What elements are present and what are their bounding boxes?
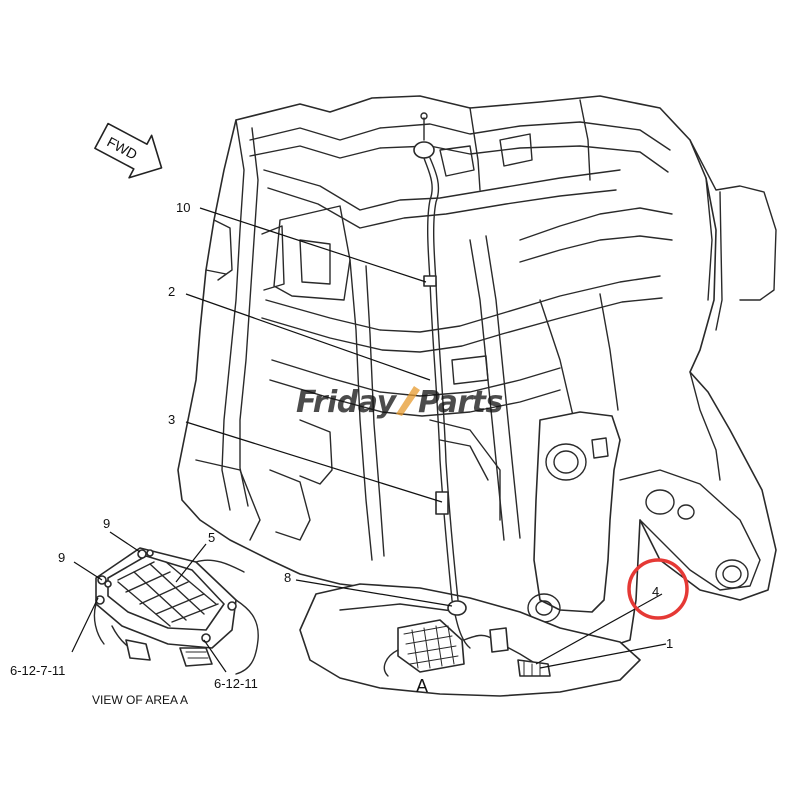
inset-callout-9-left: 9 [58,550,65,565]
leader-1 [539,643,667,669]
pivot-plate [533,411,621,613]
callout-10: 10 [176,200,190,215]
leader-8 [295,579,453,607]
inset-caption: VIEW OF AREA A [92,693,188,707]
inset-callout-6-12-11: 6-12-11 [214,676,258,691]
leader-2 [185,293,431,381]
leader-lines [185,207,667,669]
frame-outline [177,95,777,651]
watermark-friday: Friday [296,385,398,420]
pivot-bore [545,443,587,481]
inset-view-area-a: 9 9 5 6-12-7-11 6-12-11 VIEW OF AREA A [10,516,259,707]
area-marker: A [416,676,428,696]
watermark-slash [396,386,420,416]
inset-callout-5: 5 [208,530,215,545]
fwd-direction-arrow: FWD [94,122,163,179]
clip-3 [435,491,449,515]
highlight-circle [627,558,689,620]
lug-hole-2 [715,559,749,589]
lug-hole-1 [645,489,675,515]
callouts: 10 2 3 8 1 4 A [168,200,673,696]
callout-2: 2 [168,284,175,299]
inset-callout-9-top: 9 [103,516,110,531]
machine-frame [177,95,777,697]
harness-cable [423,157,471,649]
callout-3: 3 [168,412,175,427]
rear-plate [689,139,777,301]
wiring-harness [413,112,471,649]
watermark-parts: Parts [418,385,503,420]
inset-callout-6-12-7-11: 6-12-7-11 [10,663,65,678]
clip-10 [423,275,437,287]
callout-1: 1 [666,636,673,651]
leader-3 [185,421,443,503]
grommet-top [413,141,435,159]
callout-4: 4 [652,584,659,599]
leader-4 [535,593,663,665]
controller-module-area-a [383,619,551,677]
leader-10 [199,207,427,283]
callout-8: 8 [284,570,291,585]
watermark-logo: Friday Parts [296,385,503,420]
grommet-8 [447,600,467,616]
